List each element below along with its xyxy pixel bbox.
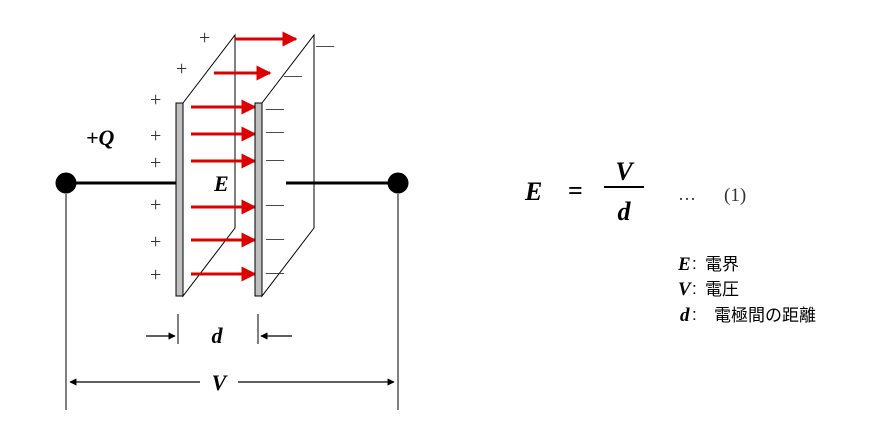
formula-equals: = bbox=[568, 176, 583, 205]
legend-text: 電極間の距離 bbox=[714, 306, 816, 325]
formula-lhs: E bbox=[524, 177, 542, 206]
field-label: E bbox=[213, 171, 229, 196]
legend-symbol: E bbox=[677, 254, 691, 275]
minus-sign: — bbox=[265, 194, 285, 214]
legend-symbol: d bbox=[680, 305, 690, 326]
plus-sign: + bbox=[150, 89, 161, 111]
right-terminal bbox=[387, 172, 409, 194]
formula-denominator: d bbox=[618, 197, 632, 226]
left-terminal bbox=[55, 172, 77, 194]
minus-sign: — bbox=[315, 35, 335, 55]
legend-item-distance: d : 電極間の距離 bbox=[680, 305, 816, 326]
formula-numerator: V bbox=[615, 157, 635, 186]
minus-sign: — bbox=[265, 149, 285, 169]
formula-ellipsis: … bbox=[678, 184, 696, 204]
legend-item-field: E : 電界 bbox=[677, 254, 739, 275]
legend-text: 電圧 bbox=[705, 280, 739, 299]
positive-plate bbox=[175, 33, 236, 298]
plus-sign: + bbox=[150, 264, 161, 286]
legend-text: 電界 bbox=[705, 255, 739, 274]
minus-signs: — — — — — — — — bbox=[265, 35, 335, 282]
plus-sign: + bbox=[199, 27, 210, 49]
plus-sign: + bbox=[150, 125, 161, 147]
formula: E = V d … (1) bbox=[524, 157, 746, 226]
charge-label: +Q bbox=[86, 125, 115, 150]
plus-signs: + + + + + + + + bbox=[150, 27, 210, 286]
plus-sign: + bbox=[150, 152, 161, 174]
circuit-wires bbox=[55, 172, 409, 410]
minus-sign: — bbox=[265, 121, 285, 141]
negative-plate bbox=[254, 33, 315, 298]
legend-item-voltage: V : 電圧 bbox=[678, 279, 739, 300]
plus-sign: + bbox=[150, 194, 161, 216]
minus-sign: — bbox=[265, 262, 285, 282]
voltage-dimension: V bbox=[69, 370, 395, 395]
minus-sign: — bbox=[265, 228, 285, 248]
field-arrows bbox=[191, 31, 298, 282]
gap-label: d bbox=[212, 323, 224, 348]
legend-separator: : bbox=[692, 305, 697, 324]
formula-number: (1) bbox=[724, 185, 746, 206]
voltage-label: V bbox=[212, 370, 229, 395]
plus-sign: + bbox=[176, 58, 187, 80]
minus-sign: — bbox=[283, 65, 303, 85]
minus-sign: — bbox=[265, 98, 285, 118]
plus-sign: + bbox=[150, 231, 161, 253]
gap-dimension: d bbox=[146, 314, 292, 348]
legend-symbol: V bbox=[678, 279, 692, 300]
legend: E : 電界 V : 電圧 d : 電極間の距離 bbox=[677, 254, 816, 326]
legend-separator: : bbox=[692, 254, 697, 273]
legend-separator: : bbox=[692, 279, 697, 298]
